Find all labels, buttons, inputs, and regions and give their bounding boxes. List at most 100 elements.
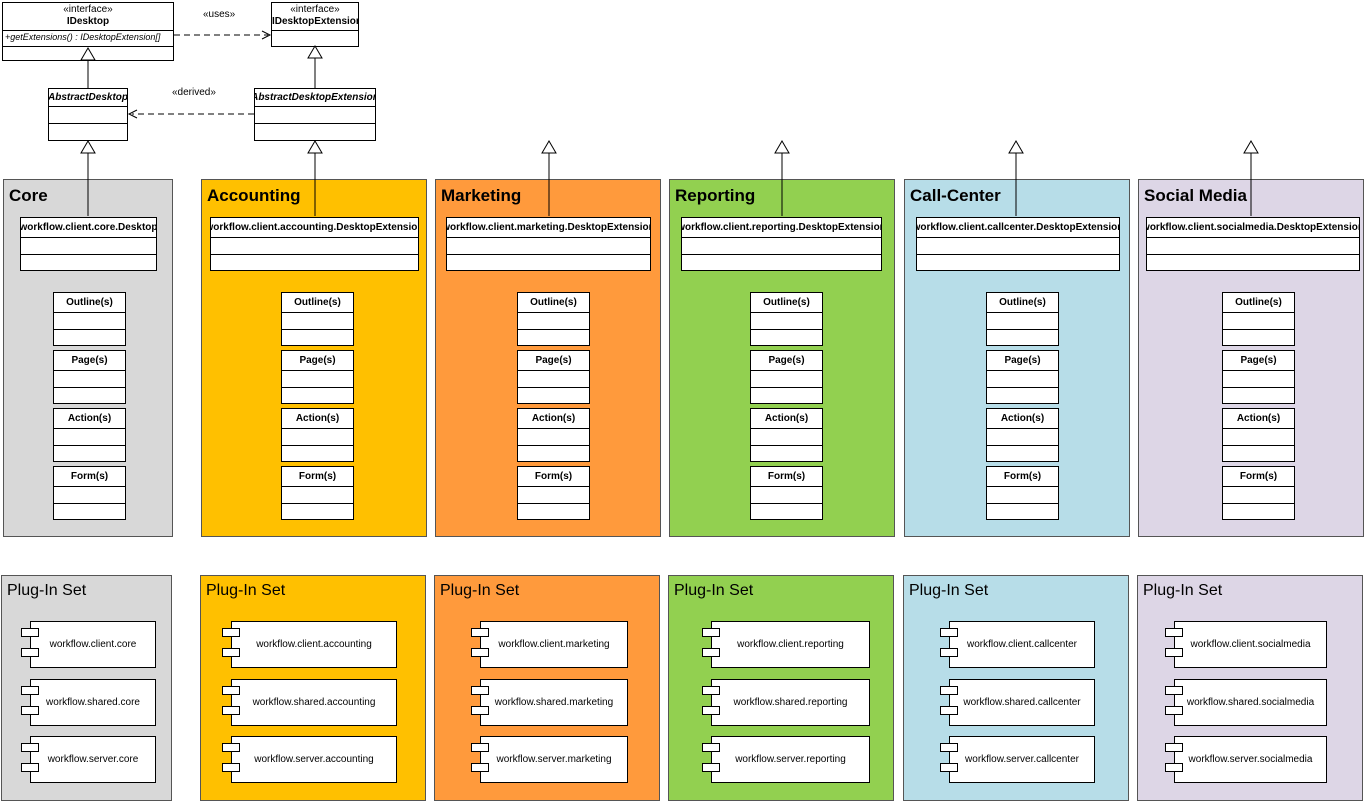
element-box-actions[interactable]: Action(s)	[1222, 408, 1295, 462]
component-tab-icon	[21, 648, 39, 657]
element-box-label: Page(s)	[282, 351, 353, 371]
element-box-label: Action(s)	[751, 409, 822, 429]
plugin-component[interactable]: workflow.client.socialmedia	[1174, 621, 1327, 668]
element-box-outlines[interactable]: Outline(s)	[53, 292, 126, 346]
desktop-class-callcenter[interactable]: workflow.client.callcenter.DesktopExtens…	[916, 217, 1120, 271]
component-tab-icon	[1165, 628, 1183, 637]
element-box-forms[interactable]: Form(s)	[1222, 466, 1295, 520]
plugin-component[interactable]: workflow.shared.socialmedia	[1174, 679, 1327, 726]
plugin-component[interactable]: workflow.shared.callcenter	[949, 679, 1095, 726]
component-tab-icon	[1165, 763, 1183, 772]
plugin-set-title: Plug-In Set	[674, 582, 754, 599]
element-box-label: Page(s)	[751, 351, 822, 371]
plugin-set-title: Plug-In Set	[206, 582, 286, 599]
plugin-component[interactable]: workflow.client.core	[30, 621, 156, 668]
plugin-component[interactable]: workflow.server.core	[30, 736, 156, 783]
element-box-actions[interactable]: Action(s)	[750, 408, 823, 462]
module-title: Accounting	[207, 186, 301, 205]
element-box-forms[interactable]: Form(s)	[53, 466, 126, 520]
component-tab-icon	[222, 706, 240, 715]
plugin-set-panel-reporting: Plug-In Set workflow.client.reporting work…	[668, 575, 894, 801]
idesktop-operation: +getExtensions() : IDesktopExtension[]	[5, 32, 161, 42]
module-title: Reporting	[675, 186, 756, 205]
abstract-desktop-inherit-triangle	[80, 140, 96, 154]
plugin-component[interactable]: workflow.client.accounting	[231, 621, 397, 668]
element-box-actions[interactable]: Action(s)	[986, 408, 1059, 462]
element-box-actions[interactable]: Action(s)	[281, 408, 354, 462]
plugin-component[interactable]: workflow.server.marketing	[480, 736, 628, 783]
desktop-class-accounting[interactable]: workflow.client.accounting.DesktopExtens…	[210, 217, 419, 271]
element-box-label: Outline(s)	[518, 293, 589, 313]
element-box-label: Form(s)	[1223, 467, 1294, 487]
element-box-actions[interactable]: Action(s)	[517, 408, 590, 462]
component-tab-icon	[940, 648, 958, 657]
plugin-component[interactable]: workflow.shared.core	[30, 679, 156, 726]
desktop-class-core[interactable]: workflow.client.core.Desktop	[20, 217, 157, 271]
element-box-label: Outline(s)	[282, 293, 353, 313]
abstract-desktop-extension-class[interactable]: AbstractDesktopExtension	[254, 88, 376, 141]
desktop-class-marketing[interactable]: workflow.client.marketing.DesktopExtensi…	[446, 217, 651, 271]
component-tab-icon	[21, 686, 39, 695]
element-box-label: Form(s)	[751, 467, 822, 487]
component-tab-icon	[702, 763, 720, 772]
plugin-component[interactable]: workflow.shared.reporting	[711, 679, 870, 726]
desktop-class-name: workflow.client.reporting.DesktopExtensi…	[682, 218, 881, 238]
component-tab-icon	[940, 763, 958, 772]
element-box-pages[interactable]: Page(s)	[986, 350, 1059, 404]
socialmedia-inherit-triangle	[1243, 140, 1259, 154]
component-tab-icon	[471, 706, 489, 715]
element-box-label: Action(s)	[518, 409, 589, 429]
desktop-class-reporting[interactable]: workflow.client.reporting.DesktopExtensi…	[681, 217, 882, 271]
abstract-desktop-class[interactable]: AbstractDesktop	[48, 88, 128, 141]
derived-arrowhead	[127, 109, 138, 119]
desktop-class-name: workflow.client.core.Desktop	[21, 218, 156, 238]
element-box-pages[interactable]: Page(s)	[53, 350, 126, 404]
plugin-component[interactable]: workflow.server.accounting	[231, 736, 397, 783]
element-box-pages[interactable]: Page(s)	[1222, 350, 1295, 404]
element-box-label: Page(s)	[54, 351, 125, 371]
plugin-component[interactable]: workflow.shared.marketing	[480, 679, 628, 726]
module-panel-reporting: Reporting workflow.client.reporting.Deskt…	[669, 179, 895, 537]
module-title: Call-Center	[910, 186, 1001, 205]
plugin-component[interactable]: workflow.server.socialmedia	[1174, 736, 1327, 783]
element-box-label: Form(s)	[518, 467, 589, 487]
element-box-forms[interactable]: Form(s)	[281, 466, 354, 520]
plugin-component[interactable]: workflow.server.callcenter	[949, 736, 1095, 783]
uses-label: «uses»	[203, 9, 236, 20]
element-box-outlines[interactable]: Outline(s)	[281, 292, 354, 346]
element-box-outlines[interactable]: Outline(s)	[986, 292, 1059, 346]
element-box-outlines[interactable]: Outline(s)	[1222, 292, 1295, 346]
element-box-actions[interactable]: Action(s)	[53, 408, 126, 462]
idesktop-extension-name: IDesktopExtension	[272, 16, 359, 27]
plugin-component[interactable]: workflow.client.callcenter	[949, 621, 1095, 668]
component-tab-icon	[21, 706, 39, 715]
callcenter-inherit-triangle	[1008, 140, 1024, 154]
plugin-component[interactable]: workflow.shared.accounting	[231, 679, 397, 726]
element-box-label: Page(s)	[987, 351, 1058, 371]
element-box-outlines[interactable]: Outline(s)	[750, 292, 823, 346]
module-title: Social Media	[1144, 186, 1247, 205]
desktop-class-name: workflow.client.marketing.DesktopExtensi…	[447, 218, 650, 238]
element-box-outlines[interactable]: Outline(s)	[517, 292, 590, 346]
element-box-forms[interactable]: Form(s)	[517, 466, 590, 520]
abstract-desktop-extension-inherit-triangle	[307, 140, 323, 154]
element-box-label: Action(s)	[1223, 409, 1294, 429]
element-box-label: Action(s)	[54, 409, 125, 429]
element-box-forms[interactable]: Form(s)	[750, 466, 823, 520]
plugin-set-panel-accounting: Plug-In Set workflow.client.accounting wor…	[200, 575, 426, 801]
component-tab-icon	[1165, 686, 1183, 695]
plugin-component[interactable]: workflow.server.reporting	[711, 736, 870, 783]
element-box-pages[interactable]: Page(s)	[281, 350, 354, 404]
element-box-label: Form(s)	[987, 467, 1058, 487]
desktop-class-socialmedia[interactable]: workflow.client.socialmedia.DesktopExten…	[1146, 217, 1360, 271]
plugin-component[interactable]: workflow.client.reporting	[711, 621, 870, 668]
plugin-component[interactable]: workflow.client.marketing	[480, 621, 628, 668]
component-tab-icon	[21, 763, 39, 772]
element-box-pages[interactable]: Page(s)	[750, 350, 823, 404]
element-box-pages[interactable]: Page(s)	[517, 350, 590, 404]
element-box-forms[interactable]: Form(s)	[986, 466, 1059, 520]
